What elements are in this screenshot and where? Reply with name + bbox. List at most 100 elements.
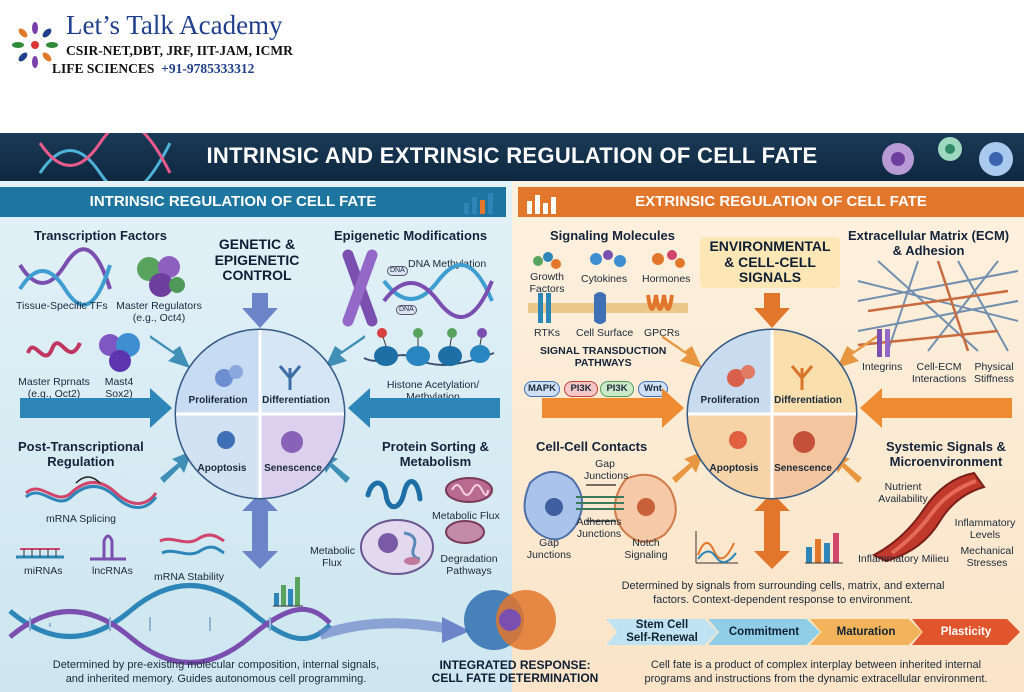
main-title: INTRINSIC AND EXTRINSIC REGULATION OF CE… <box>206 143 818 168</box>
cells-decoration-icon <box>882 137 1013 176</box>
arrows-into-intrinsic-cell-icon <box>20 293 500 569</box>
epigenetic-title: Epigenetic Modifications <box>334 228 488 243</box>
brand-title: Let’s Talk Academy <box>66 10 283 40</box>
hormones-icon <box>652 250 685 268</box>
signaling-molecules-title: Signaling Molecules <box>550 228 675 243</box>
tissue-specific-tfs-label: Tissue-Specific TFs <box>16 300 108 312</box>
protein-complex-icon <box>137 256 185 297</box>
quadrant-apoptosis: Apoptosis <box>197 463 247 474</box>
stage-plasticity: Plasticity <box>912 619 1020 645</box>
line-graph-icon <box>695 531 738 564</box>
pathway-wnt: Wnt <box>638 381 668 397</box>
mirna-icon <box>16 548 64 559</box>
intrinsic-footer: Determined by pre-existing molecular com… <box>52 659 380 685</box>
ecm-fibers-icon <box>857 260 1019 352</box>
extrinsic-header: EXTRINSIC REGULATION OF CELL FATE <box>518 187 1024 217</box>
mrna-splicing-label: mRNA Splicing <box>46 513 117 525</box>
extrinsic-cell-icon <box>686 328 858 500</box>
lncrna-icon <box>90 534 126 561</box>
cell-cell-contacts-title: Cell-Cell Contacts <box>536 439 648 454</box>
rna-strand-icon <box>26 341 82 358</box>
inflammatory-milieu-label: Inflammatory Milieu <box>858 553 950 565</box>
quadrant-proliferation: Proliferation <box>188 395 248 406</box>
intrinsic-cell-icon <box>174 328 346 500</box>
notch-signaling-label: Notch Signaling <box>624 537 668 562</box>
gpcrs-label: GPCRs <box>644 327 680 339</box>
quadrant-apoptosis-ext: Apoptosis <box>709 463 759 474</box>
quadrant-senescence-ext: Senescence <box>774 463 832 474</box>
arrows-into-extrinsic-cell-icon <box>542 293 1012 569</box>
metabolic-flux-2-label: Metabolic Flux <box>310 545 355 570</box>
extrinsic-footer: Cell fate is a product of complex interp… <box>644 659 988 685</box>
stage-commitment: Commitment <box>708 619 820 645</box>
dna-tag: DNA <box>387 266 408 277</box>
mrna-splicing-icon <box>24 476 158 509</box>
signal-transduction-title: SIGNAL TRANSDUCTION PATHWAYS <box>540 345 667 370</box>
integrated-response-title: INTEGRATED RESPONSE: CELL FATE DETERMINA… <box>431 658 599 686</box>
extrinsic-description: Determined by signals from surrounding c… <box>621 580 945 606</box>
lncrnas-label: lncRNAs <box>92 565 133 577</box>
brand-line3-prefix: LIFE SCIENCES <box>52 61 155 76</box>
cell-surface-label: Cell Surface <box>576 327 634 339</box>
membrane-receptors-icon <box>528 292 688 324</box>
quadrant-senescence: Senescence <box>264 463 322 474</box>
pathway-pi3k: PI3K <box>564 381 598 397</box>
mirnas-label: miRNAs <box>24 565 63 577</box>
dna-helix-bottom-icon <box>8 583 332 665</box>
brand-phone: +91-9785333312 <box>161 61 255 76</box>
title-banner <box>0 133 1024 181</box>
brand-subtitle: CSIR-NET,DBT, JRF, IIT-JAM, ICMR <box>66 43 293 58</box>
metabolic-flux-label: Metabolic Flux <box>432 510 500 522</box>
integrins-icon <box>877 329 890 357</box>
blood-vessel-icon <box>871 471 986 563</box>
growth-factors-label: Growth Factors <box>529 271 565 296</box>
gap-junctions-label: Gap Junctions <box>584 458 629 483</box>
flow-arrow-icon <box>318 617 470 643</box>
bar-chart-icon <box>464 193 493 214</box>
integrins-label: Integrins <box>862 361 903 373</box>
cytokines-icon <box>590 250 626 267</box>
brand-contact-line: LIFE SCIENCES +91-9785333312 <box>52 61 254 77</box>
cell-contacts-icon <box>523 471 677 543</box>
quadrant-differentiation-ext: Differentiation <box>774 395 842 406</box>
degradation-pathways-label: Degradation Pathways <box>440 553 498 578</box>
cytokines-label: Cytokines <box>581 273 628 285</box>
inflammatory-levels-label: Inflammatory Levels <box>954 517 1016 542</box>
master-regulators-label: Master Regulators (e.g., Oct4) <box>116 300 202 325</box>
dna-icon <box>18 247 112 307</box>
protein-chain-icon <box>365 479 423 510</box>
mechanical-stresses-label: Mechanical Stresses <box>960 545 1014 570</box>
master-rprnats-label: Master Rprnats (e.g., Oct2) <box>18 376 90 401</box>
quadrant-proliferation-ext: Proliferation <box>700 395 760 406</box>
growth-factors-icon <box>533 252 561 269</box>
nutrient-availability-label: Nutrient Availability <box>878 481 928 506</box>
mrna-stability-icon <box>159 533 225 556</box>
stage-maturation: Maturation <box>810 619 922 645</box>
protein-sorting-title: Protein Sorting & Metabolism <box>382 439 489 469</box>
hormones-label: Hormones <box>642 273 691 285</box>
quadrant-differentiation: Differentiation <box>262 395 330 406</box>
mast4-sox2-label: Mast4 Sox2) <box>104 376 134 401</box>
protein-complex-icon <box>99 333 140 372</box>
bar-chart-icon <box>273 577 303 607</box>
rtks-label: RTKs <box>534 327 561 339</box>
academy-logo-icon <box>12 22 58 68</box>
ecm-title: Extracellular Matrix (ECM) & Adhesion <box>848 228 1010 258</box>
bar-chart-icon <box>805 533 843 564</box>
chromosome-icon <box>342 249 378 327</box>
post-transcriptional-title: Post-Transcriptional Regulation <box>18 439 144 469</box>
organelle-cell-icon <box>360 519 434 575</box>
physical-stiffness-label: Physical Stiffness <box>973 361 1015 386</box>
cell-ecm-label: Cell-ECM Interactions <box>911 361 967 386</box>
infographic: INTRINSIC AND EXTRINSIC REGULATION OF CE… <box>0 133 1024 692</box>
intrinsic-header: INTRINSIC REGULATION OF CELL FATE <box>0 187 506 217</box>
bar-chart-icon <box>527 195 556 214</box>
intrinsic-center-title: GENETIC & EPIGENETIC CONTROL <box>214 236 300 284</box>
degradation-icon <box>445 520 485 544</box>
dna-helix-icon <box>38 133 172 195</box>
mrna-stability-label: mRNA Stability <box>154 571 225 583</box>
venn-integration-icon <box>464 590 556 650</box>
extrinsic-center-title: ENVIRONMENTAL & CELL-CELL SIGNALS <box>700 237 840 289</box>
pathway-mapk: MAPK <box>524 381 560 397</box>
